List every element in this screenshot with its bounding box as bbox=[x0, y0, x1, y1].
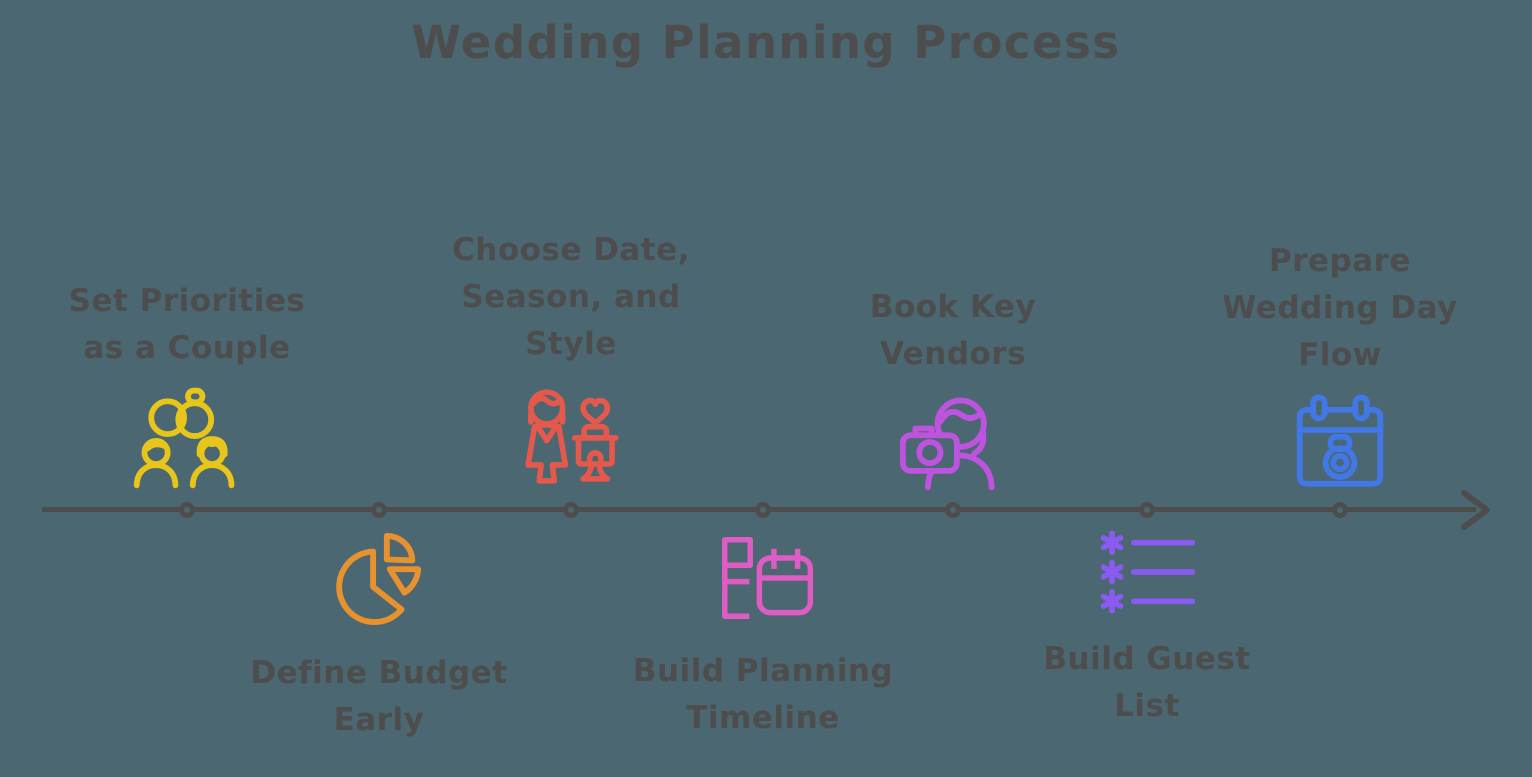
rings-couple-icon bbox=[129, 386, 245, 490]
milestone-label: Choose Date, Season, and Style bbox=[452, 232, 690, 362]
milestone-label: Prepare Wedding Day Flow bbox=[1222, 243, 1458, 373]
guest-list-icon bbox=[1096, 530, 1198, 614]
timeline-dot bbox=[179, 502, 195, 518]
milestone-set-priorities: Set Priorities as a Couple bbox=[17, 216, 357, 490]
bride-cake-icon bbox=[515, 382, 627, 490]
milestone-label: Define Budget Early bbox=[250, 655, 508, 738]
milestone-label: Build Planning Timeline bbox=[632, 653, 894, 736]
arrow-right-icon bbox=[1460, 488, 1492, 536]
timeline-dot bbox=[755, 502, 771, 518]
timeline-calendar-icon bbox=[712, 530, 814, 626]
page-title: Wedding Planning Process bbox=[411, 16, 1121, 69]
milestone-planning-timeline: Build Planning Timeline bbox=[593, 530, 933, 742]
timeline-dot bbox=[1332, 502, 1348, 518]
pie-chart-icon bbox=[330, 530, 428, 628]
wedding-calendar-icon bbox=[1292, 393, 1388, 490]
milestone-label: Book Key Vendors bbox=[869, 289, 1037, 372]
photographer-icon bbox=[899, 392, 1007, 490]
milestone-book-vendors: Book Key Vendors bbox=[783, 216, 1123, 490]
milestone-choose-date: Choose Date, Season, and Style bbox=[401, 216, 741, 490]
timeline-dot bbox=[563, 502, 579, 518]
timeline-dot bbox=[371, 502, 387, 518]
milestone-guest-list: Build Guest List bbox=[977, 530, 1317, 730]
timeline-dot bbox=[945, 502, 961, 518]
milestone-wedding-day-flow: Prepare Wedding Day Flow bbox=[1170, 216, 1510, 490]
timeline-dot bbox=[1139, 502, 1155, 518]
milestone-label: Build Guest List bbox=[1043, 641, 1251, 724]
milestone-label: Set Priorities as a Couple bbox=[68, 283, 306, 366]
milestone-define-budget: Define Budget Early bbox=[209, 530, 549, 744]
